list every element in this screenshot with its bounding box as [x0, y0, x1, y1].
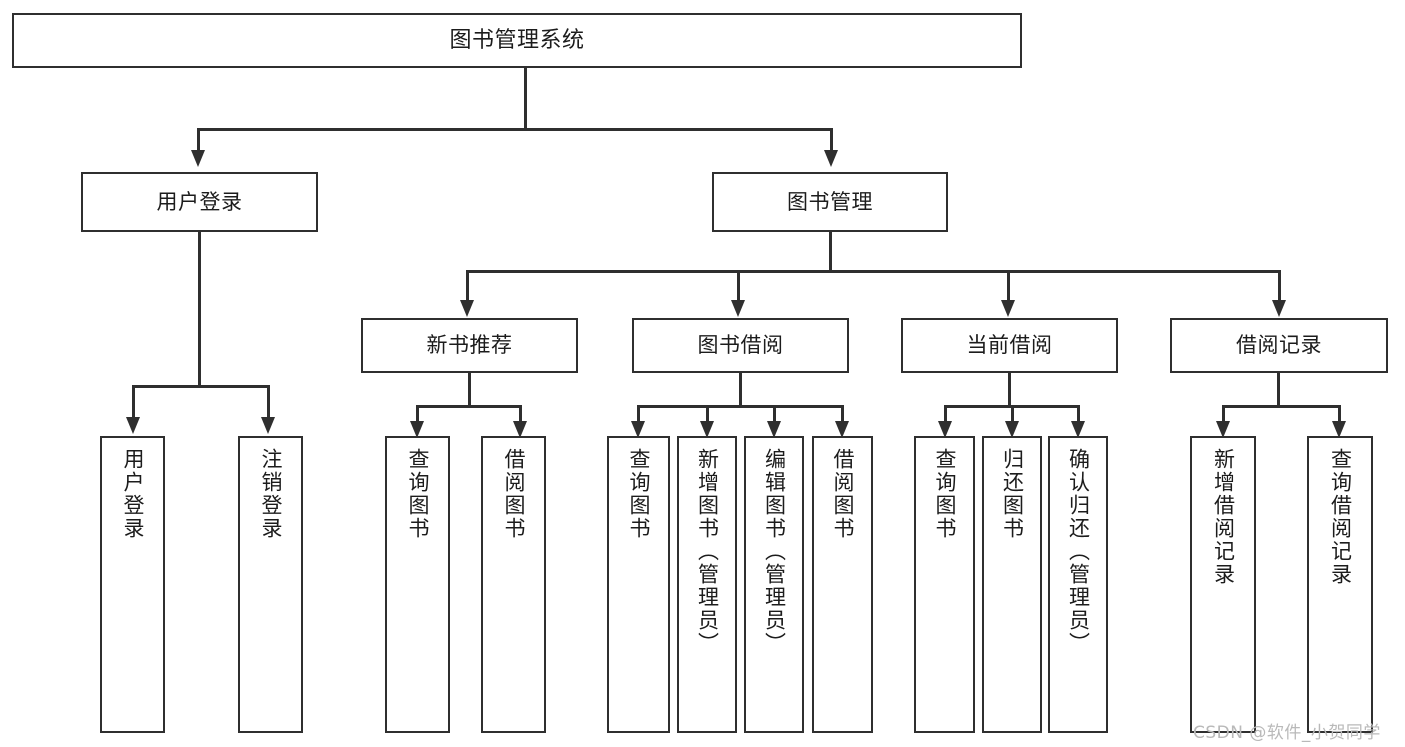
arrow-to-leaf-add-book: [700, 421, 714, 438]
node-label: 借阅记录: [1236, 333, 1322, 358]
node-label: 编辑图书（管理员）: [762, 448, 787, 655]
edge-bookborrow-to-leaf2: [706, 405, 709, 427]
node-new-book-recommend[interactable]: 新书推荐: [361, 318, 578, 373]
edge-borrowrecord-to-leaf2: [1338, 405, 1341, 427]
node-label: 图书借阅: [697, 333, 784, 358]
edge-newbook-to-leaf1: [416, 405, 419, 427]
edge-root-to-bookmgmt: [830, 128, 833, 150]
edge-currentborrow-to-leaf3: [1077, 405, 1080, 427]
arrow-to-leaf-query-record: [1332, 421, 1346, 438]
csdn-watermark: CSDN @软件_小贺同学: [1193, 723, 1381, 743]
arrow-to-leaf-borrow-book-2: [835, 421, 849, 438]
arrow-to-book-management: [824, 150, 838, 167]
leaf-node-user-login[interactable]: 用户登录: [100, 436, 165, 733]
arrow-to-new-book-recommend: [460, 300, 474, 317]
node-label: 新增图书（管理员）: [695, 448, 720, 655]
arrow-to-leaf-query-book-3: [938, 421, 952, 438]
arrow-to-leaf-borrow-book-1: [513, 421, 527, 438]
edge-borrowrecord-bus: [1222, 405, 1340, 408]
edge-newbook-stem: [468, 373, 471, 407]
node-label: 用户登录: [120, 448, 145, 540]
edge-bookborrow-to-leaf4: [841, 405, 844, 427]
arrow-to-leaf-logout: [261, 417, 275, 434]
edge-bookborrow-stem: [739, 373, 742, 407]
arrow-to-leaf-edit-book: [767, 421, 781, 438]
leaf-node-return-book[interactable]: 归还图书: [982, 436, 1042, 733]
leaf-node-borrow-book-borrow[interactable]: 借阅图书: [812, 436, 873, 733]
arrow-to-book-borrow: [731, 300, 745, 317]
edge-bookmgmt-to-new: [466, 270, 469, 300]
node-label: 注销登录: [258, 448, 283, 540]
leaf-node-query-book-newrec[interactable]: 查询图书: [385, 436, 450, 733]
arrow-to-leaf-query-book-1: [410, 421, 424, 438]
edge-currentborrow-to-leaf1: [944, 405, 947, 427]
edge-bookmgmt-to-current: [1007, 270, 1010, 300]
edge-bookborrow-bus: [637, 405, 843, 408]
edge-newbook-to-leaf2: [519, 405, 522, 427]
edge-login-to-leaf1: [132, 385, 135, 417]
node-borrow-record[interactable]: 借阅记录: [1170, 318, 1388, 373]
edge-currentborrow-to-leaf2: [1011, 405, 1014, 427]
leaf-node-query-borrow-record[interactable]: 查询借阅记录: [1307, 436, 1373, 733]
node-label: 查询图书: [626, 448, 651, 540]
node-label: 新增借阅记录: [1211, 448, 1236, 586]
arrow-to-leaf-return-book: [1005, 421, 1019, 438]
leaf-node-borrow-book-newrec[interactable]: 借阅图书: [481, 436, 546, 733]
edge-bookmgmt-stem: [829, 232, 832, 272]
edge-newbook-bus: [416, 405, 521, 408]
arrow-to-current-borrow: [1001, 300, 1015, 317]
node-label: 确认归还（管理员）: [1066, 448, 1091, 655]
node-label: 当前借阅: [966, 333, 1053, 358]
node-user-login[interactable]: 用户登录: [81, 172, 318, 232]
node-book-management[interactable]: 图书管理: [712, 172, 948, 232]
edge-login-stem: [198, 232, 201, 387]
node-label: 查询借阅记录: [1328, 448, 1353, 586]
node-label: 用户登录: [156, 189, 243, 214]
arrow-to-borrow-record: [1272, 300, 1286, 317]
arrow-to-leaf-add-record: [1216, 421, 1230, 438]
edge-borrowrecord-stem: [1277, 373, 1280, 407]
node-label: 新书推荐: [426, 333, 513, 358]
node-book-borrow[interactable]: 图书借阅: [632, 318, 849, 373]
leaf-node-query-book-current[interactable]: 查询图书: [914, 436, 975, 733]
leaf-node-logout[interactable]: 注销登录: [238, 436, 303, 733]
node-label: 归还图书: [1000, 448, 1025, 540]
arrow-to-leaf-query-book-2: [631, 421, 645, 438]
leaf-node-edit-book-admin[interactable]: 编辑图书（管理员）: [744, 436, 804, 733]
arrow-to-leaf-confirm-return: [1071, 421, 1085, 438]
edge-bookborrow-to-leaf1: [637, 405, 640, 427]
leaf-node-confirm-return-admin[interactable]: 确认归还（管理员）: [1048, 436, 1108, 733]
edge-root-stem: [524, 68, 527, 130]
edge-bookmgmt-to-record: [1278, 270, 1281, 300]
edge-root-bus: [197, 128, 832, 131]
edge-bookmgmt-bus: [466, 270, 1278, 273]
edge-currentborrow-bus: [944, 405, 1077, 408]
node-label: 借阅图书: [830, 448, 855, 540]
node-root-system[interactable]: 图书管理系统: [12, 13, 1022, 68]
node-label: 查询图书: [932, 448, 957, 540]
edge-bookborrow-to-leaf3: [773, 405, 776, 427]
edge-login-bus: [132, 385, 267, 388]
leaf-node-query-book-borrow[interactable]: 查询图书: [607, 436, 670, 733]
edge-bookmgmt-to-borrow: [737, 270, 740, 300]
node-label: 查询图书: [405, 448, 430, 540]
leaf-node-add-book-admin[interactable]: 新增图书（管理员）: [677, 436, 737, 733]
edge-borrowrecord-to-leaf1: [1222, 405, 1225, 427]
leaf-node-add-borrow-record[interactable]: 新增借阅记录: [1190, 436, 1256, 733]
node-current-borrow[interactable]: 当前借阅: [901, 318, 1118, 373]
arrow-to-leaf-user-login: [126, 417, 140, 434]
node-label: 图书管理系统: [449, 27, 585, 53]
arrow-to-user-login: [191, 150, 205, 167]
edge-root-to-login: [197, 128, 200, 150]
edge-login-to-leaf2: [267, 385, 270, 417]
node-label: 图书管理: [787, 189, 873, 214]
edge-currentborrow-stem: [1008, 373, 1011, 407]
node-label: 借阅图书: [501, 448, 526, 540]
